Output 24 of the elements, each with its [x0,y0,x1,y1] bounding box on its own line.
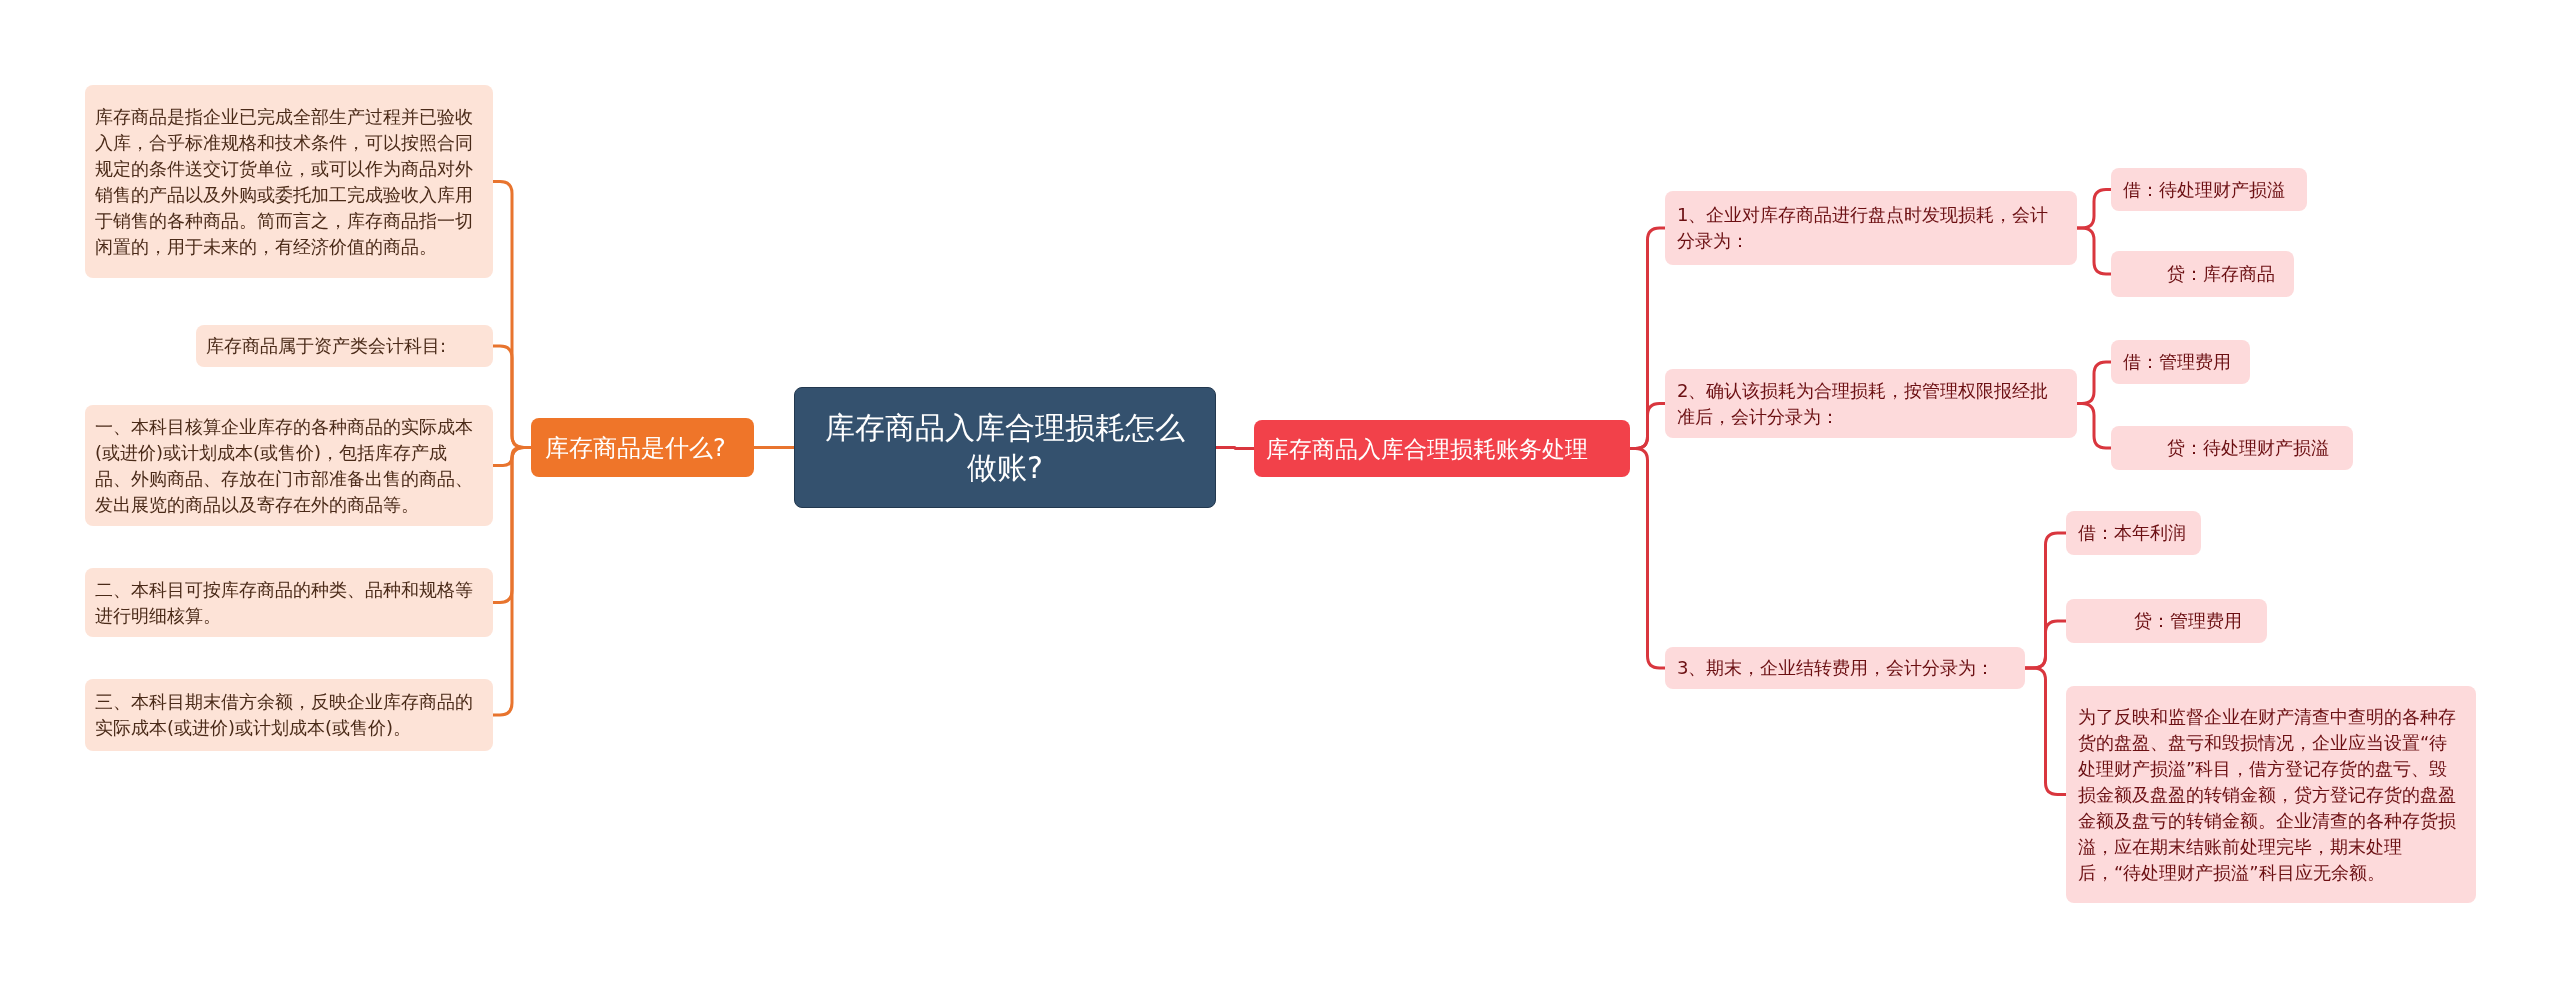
connector-line [2025,666,2066,796]
connector-line [493,446,531,717]
note-box: 贷：管理费用 [2066,599,2267,643]
note-box: 库存商品是指企业已完成全部生产过程并已验收入库，合乎标准规格和技术条件，可以按照合同规定的条件送交订货单位，或可以作为商品对外销售的产品以及外购或委托加工完成验收入库用于销售的各种商品。简而言之，库存商品指一切闲置的，用于未来的，有经济价值的商品。 [85,85,493,278]
note-box: 2、确认该损耗为合理损耗，按管理权限报经批准后，会计分录为： [1665,369,2077,438]
note-box: 二、本科目可按库存商品的种类、品种和规格等进行明细核算。 [85,568,493,637]
note-box: 1、企业对库存商品进行盘点时发现损耗，会计分录为： [1665,191,2077,265]
note-box: 一、本科目核算企业库存的各种商品的实际成本(或进价)或计划成本(或售价)，包括库存产成品、外购商品、存放在门市部准备出售的商品、发出展览的商品以及寄存在外的商品等。 [85,405,493,526]
note-box: 三、本科目期末借方余额，反映企业库存商品的实际成本(或进价)或计划成本(或售价)。 [85,679,493,751]
note-box: 3、期末，企业结转费用，会计分录为： [1665,647,2025,689]
connector-line [1216,446,1254,450]
note-box: 借：管理费用 [2111,340,2250,384]
central-topic-box: 库存商品入库合理损耗怎么做账? [794,387,1216,508]
note-box: 库存商品属于资产类会计科目: [196,325,493,367]
branch-topic-box: 库存商品入库合理损耗账务处理 [1254,420,1630,477]
note-box: 贷：库存商品 [2111,251,2294,297]
connector-line [2077,226,2111,276]
note-box: 借：待处理财产损溢 [2111,168,2307,211]
branch-topic-box: 库存商品是什么? [531,418,754,477]
note-box: 借：本年利润 [2066,511,2201,555]
note-box: 为了反映和监督企业在财产清查中查明的各种存货的盘盈、盘亏和毁损情况，企业应当设置“待处理财产损溢”科目，借方登记存货的盘亏、毁损金额及盘盈的转销金额，贷方登记存货的盘盈金额及盘亏的转销金额。企业清查的各种存货损溢，应在期末结账前处理完毕，期末处理后，“待处理财产损溢”科目应无余额。 [2066,686,2476,903]
connector-line [754,446,794,449]
connector-line [2077,402,2111,450]
note-box: 贷：待处理财产损溢 [2111,426,2353,470]
